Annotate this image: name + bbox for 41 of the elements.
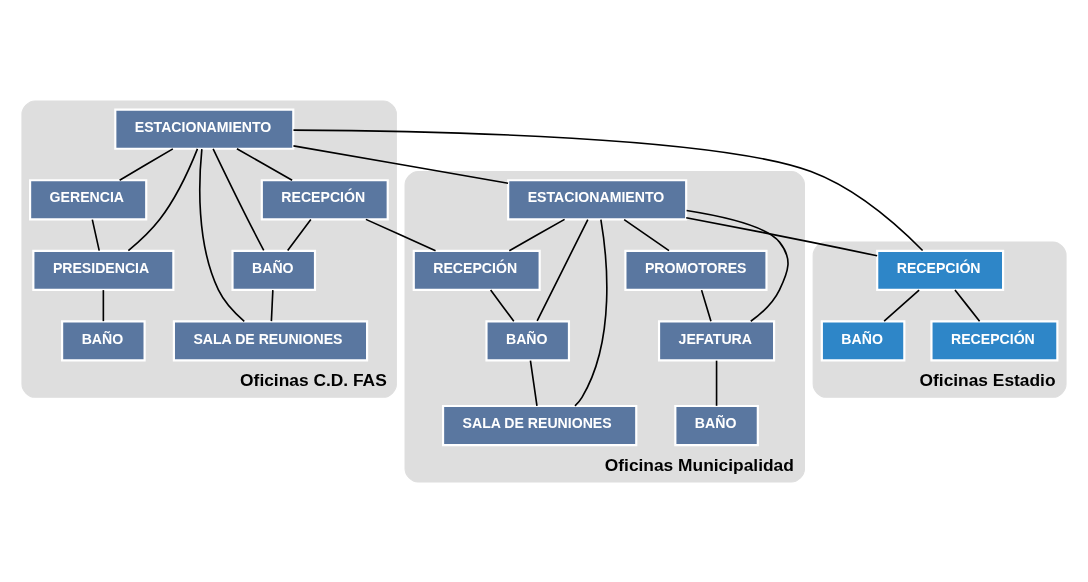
connector [127, 147, 199, 251]
connector [508, 218, 566, 252]
connector [529, 359, 538, 407]
connector [700, 288, 712, 322]
connector [91, 218, 101, 251]
node-box: ESTACIONAMIENTO [114, 108, 295, 150]
connector [102, 288, 105, 322]
connector [685, 209, 789, 322]
connector [212, 147, 265, 251]
node-box: RECEPCIÓN [260, 178, 389, 220]
node-box: SALA DE REUNIONES [172, 319, 369, 361]
connector [715, 359, 718, 407]
connector [954, 288, 981, 322]
node-box: GERENCIA [29, 178, 148, 220]
node-box: BAÑO [61, 319, 146, 361]
connector [292, 144, 509, 184]
connector [118, 147, 174, 181]
node-box: RECEPCIÓN [412, 249, 541, 291]
connector [574, 218, 608, 407]
connector [236, 147, 293, 181]
connector [286, 218, 312, 251]
node-box: RECEPCIÓN [876, 249, 1005, 291]
connector [365, 218, 437, 252]
node-box: ESTACIONAMIENTO [507, 178, 688, 220]
node-box: BAÑO [231, 249, 317, 291]
connector [292, 128, 924, 251]
node-box: PRESIDENCIA [32, 249, 175, 291]
connector [883, 288, 920, 322]
connector [198, 147, 246, 322]
node-box: SALA DE REUNIONES [441, 404, 638, 446]
connector [685, 216, 878, 257]
connector [270, 288, 274, 322]
node-box: BAÑO [485, 319, 571, 361]
connector [536, 218, 589, 322]
node-box: RECEPCIÓN [930, 319, 1059, 361]
node-box: BAÑO [674, 404, 759, 446]
connector [623, 218, 670, 251]
node-box: BAÑO [820, 319, 906, 361]
node-box: JEFATURA [657, 319, 776, 361]
node-box: PROMOTORES [624, 249, 768, 291]
connector [489, 288, 515, 322]
